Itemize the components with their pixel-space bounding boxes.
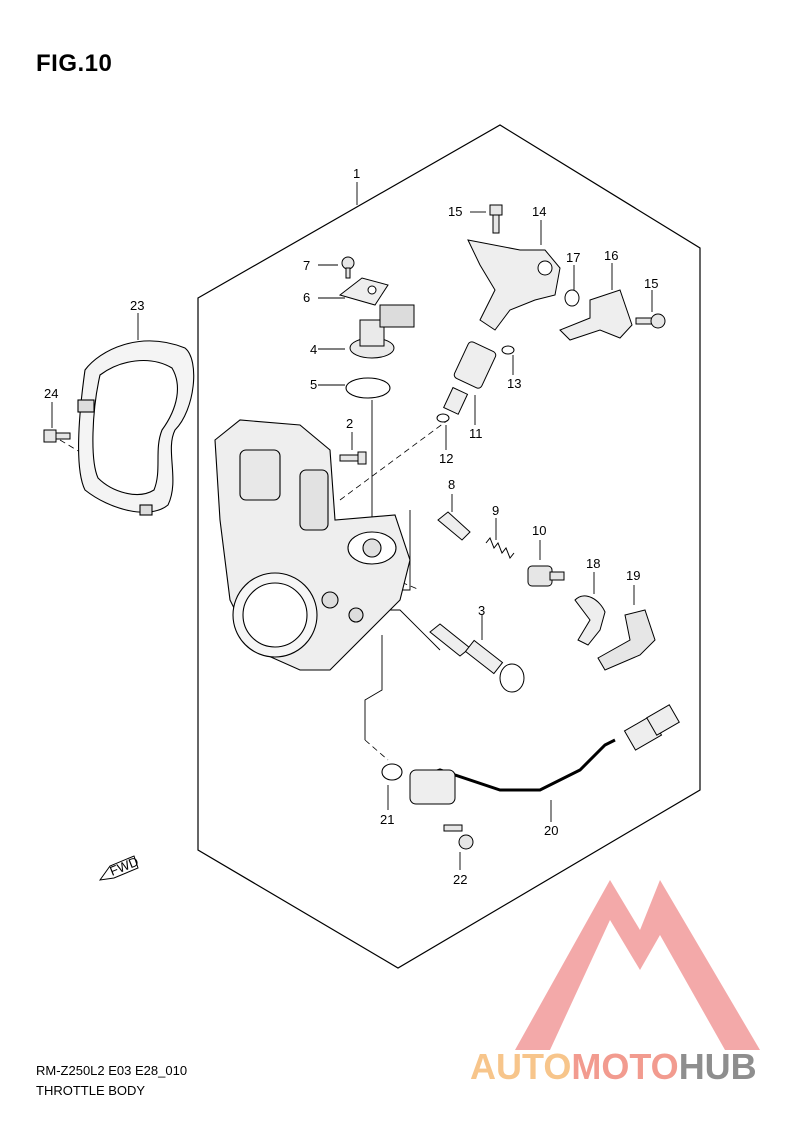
- diagram-name: THROTTLE BODY: [36, 1083, 146, 1098]
- part-4-sensor: [349, 304, 415, 359]
- fwd-label: FWD: [108, 854, 141, 879]
- part-2-screw: [339, 451, 367, 465]
- part-16-joint: [559, 289, 633, 341]
- callout-3: 3: [478, 603, 485, 618]
- callout-15a: 15: [448, 204, 462, 219]
- callout-5: 5: [310, 377, 317, 392]
- watermark-hub: HUB: [678, 1046, 757, 1087]
- callout-16: 16: [604, 248, 618, 263]
- watermark-text: AUTOMOTOHUB: [470, 1046, 757, 1088]
- callout-13: 13: [507, 376, 521, 391]
- part-5-o-ring: [345, 377, 391, 399]
- callout-14: 14: [532, 204, 546, 219]
- part-9-spring: [485, 537, 515, 559]
- callout-21: 21: [380, 812, 394, 827]
- fwd-arrow-icon: FWD: [98, 854, 141, 881]
- callout-17: 17: [566, 250, 580, 265]
- part-24-bolt: [43, 429, 71, 443]
- part-7-screw: [341, 256, 355, 279]
- callout-19: 19: [626, 568, 640, 583]
- part-6-bracket: [338, 277, 389, 306]
- assembly-boundary: [197, 124, 701, 969]
- part-15-bolt: [489, 204, 503, 234]
- callout-24: 24: [44, 386, 58, 401]
- part-15b-bolt: [635, 313, 666, 329]
- part-17-o-ring: [564, 289, 580, 307]
- part-14-fuel-feed: [467, 239, 561, 331]
- callout-15b: 15: [644, 276, 658, 291]
- callout-9: 9: [492, 503, 499, 518]
- callout-10: 10: [532, 523, 546, 538]
- diagram-code: RM-Z250L2 E03 E28_010: [36, 1063, 188, 1078]
- callout-1: 1: [353, 166, 360, 181]
- part-12-o-ring: [436, 413, 450, 423]
- part-8-plunger: [437, 511, 471, 541]
- callout-4: 4: [310, 342, 317, 357]
- callout-7: 7: [303, 258, 310, 273]
- part-19-hose-joint: [597, 609, 656, 671]
- callout-8: 8: [448, 477, 455, 492]
- callout-18: 18: [586, 556, 600, 571]
- part-20-sensor-harness: [409, 704, 680, 805]
- callout-12: 12: [439, 451, 453, 466]
- callout-23: 23: [130, 298, 144, 313]
- leader-lines: [51, 182, 653, 870]
- watermark-logo-icon: [515, 880, 760, 1050]
- callout-2: 2: [346, 416, 353, 431]
- part-23-intake-boot: [77, 340, 195, 516]
- part-11-injector: [443, 341, 497, 415]
- throttle-body-housing: [214, 419, 411, 671]
- part-18-hose: [574, 595, 606, 646]
- part-22-bolt: [443, 824, 474, 850]
- callout-11: 11: [469, 426, 483, 441]
- watermark-auto: AUTO: [470, 1046, 572, 1087]
- part-10-adjuster: [527, 565, 565, 587]
- watermark-moto: MOTO: [571, 1046, 679, 1087]
- part-3-idle-screw: [429, 623, 525, 693]
- part-21-o-ring: [381, 763, 403, 781]
- figure-title: FIG.10: [36, 50, 113, 77]
- callout-20: 20: [544, 823, 558, 838]
- callout-labels: 1 2 3 4 5 6 7 8 9 10 11 12 13 14 15 15 1…: [44, 166, 658, 887]
- part-13-o-ring: [501, 345, 515, 355]
- callout-6: 6: [303, 290, 310, 305]
- callout-22: 22: [453, 872, 467, 887]
